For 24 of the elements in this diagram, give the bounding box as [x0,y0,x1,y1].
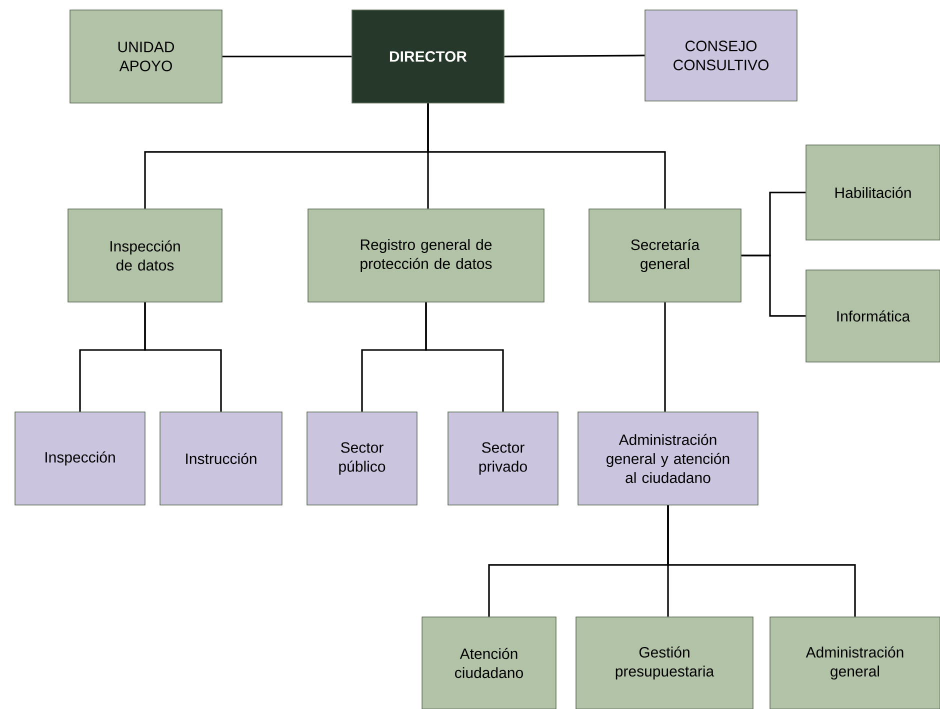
connector-line [667,505,856,617]
org-box: Habilitación [806,144,940,240]
connector-line [222,56,352,58]
connector-line [664,302,666,412]
connector-line [427,103,666,209]
org-box: CONSEJO CONSULTIVO [644,10,798,102]
org-box: Inspección de datos [68,208,222,302]
org-box: Sector privado [448,412,558,506]
org-box: Instrucción [160,412,282,506]
org-box: Registro general de protección de datos [308,208,544,302]
org-box: Administración general y atención al ciudadano [578,412,758,506]
org-box: Gestión presupuestaria [576,616,754,709]
org-box: Sector público [306,412,418,506]
org-box: Administración general [770,616,940,709]
org-box: DIRECTOR [352,10,504,104]
connector-line [504,54,645,58]
org-box: UNIDAD APOYO [70,10,222,104]
connector-line [425,302,504,412]
org-box: Informática [806,270,940,362]
org-box: Secretaría general [588,208,742,302]
connector-line [741,254,806,317]
org-box: Atención ciudadano [422,616,556,709]
org-box: Inspección [14,412,146,506]
connector-line [144,302,222,412]
